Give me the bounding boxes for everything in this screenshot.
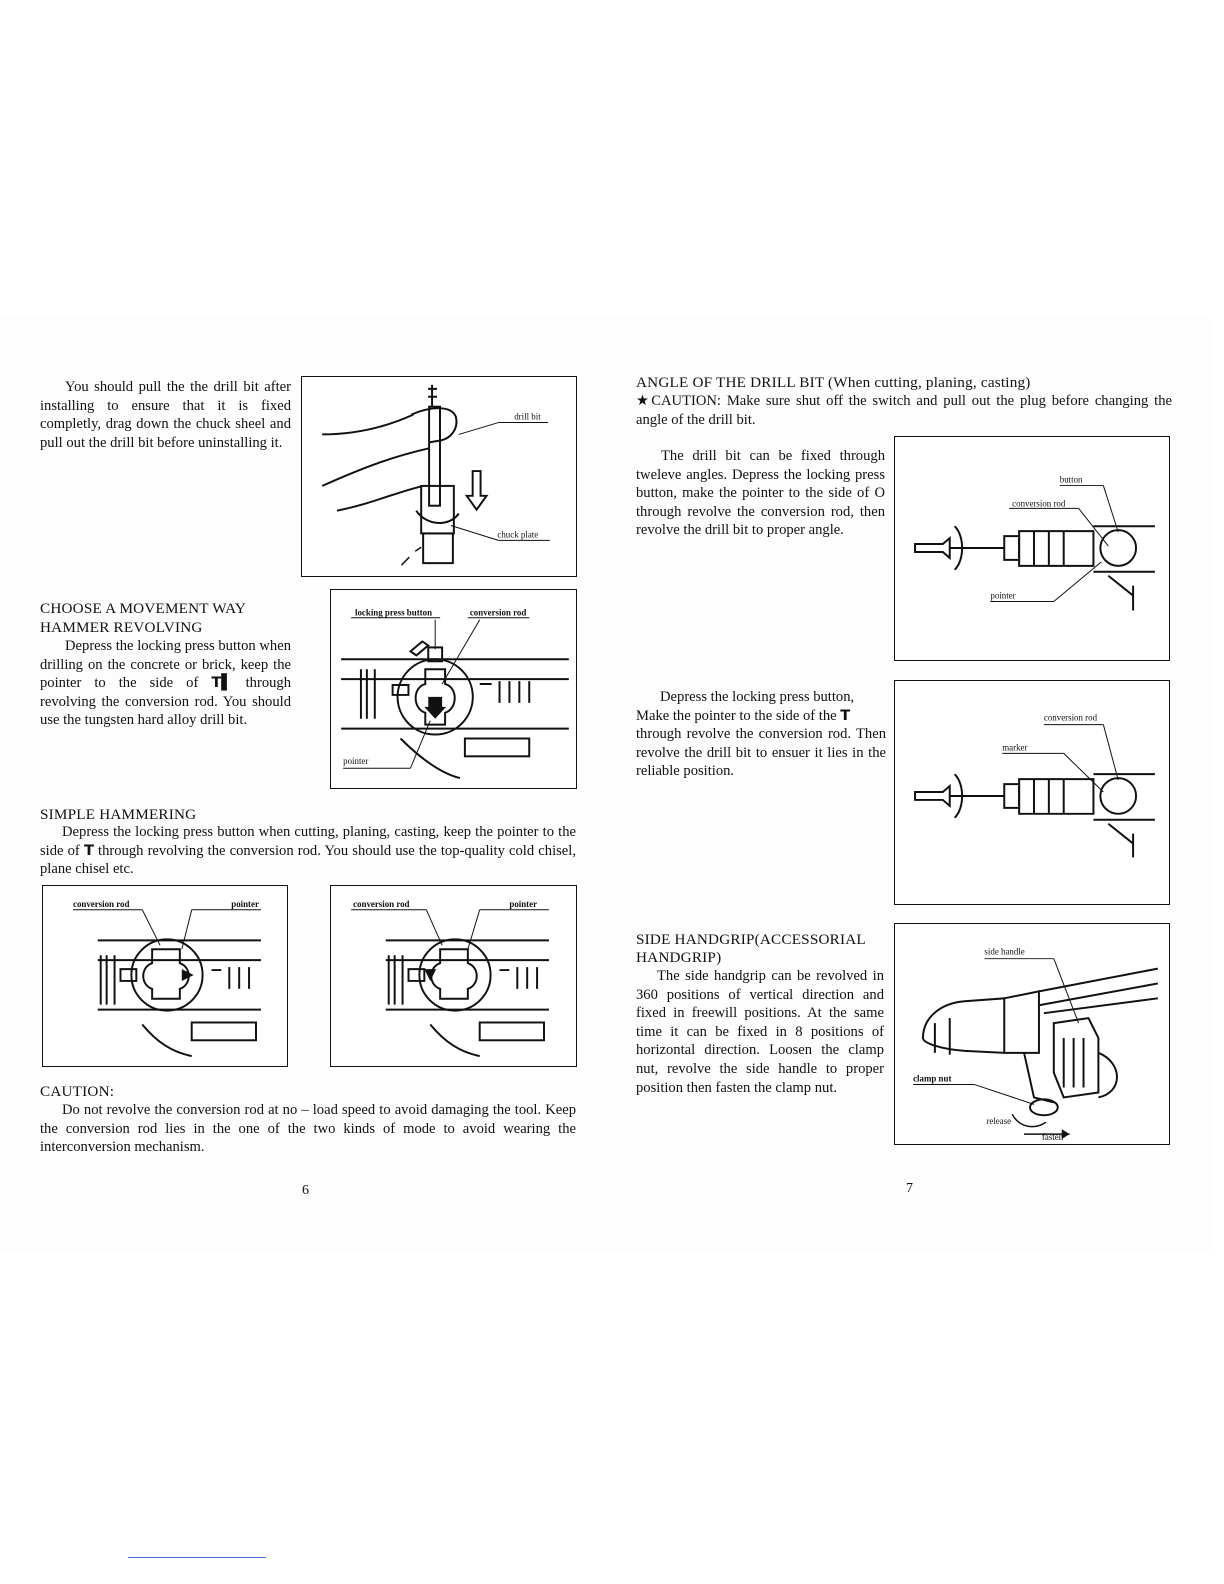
scan-artifact-line [128,1557,266,1558]
intro-paragraph: You should pull the the drill bit after … [40,379,291,451]
figure-side-handgrip: side handle clamp nut release fasten [894,923,1170,1145]
label-conversion-rod: conversion rod [353,899,409,909]
label-release: release [986,1116,1011,1126]
label-conversion-rod: conversion rod [470,608,527,618]
heading-hammer-revolving: HAMMER REVOLVING [40,619,203,636]
page-number-right: 7 [906,1181,913,1196]
depress-line1: Depress the locking press button, [660,689,855,705]
depress-paragraph: Depress the locking press button, Make t… [636,688,886,781]
label-conversion-rod: conversion rod [1012,498,1066,508]
depress-symbol: T [840,706,851,724]
label-pointer: pointer [343,756,368,766]
hammer-text-part2: through revolving the conversion rod. Yo… [40,675,292,729]
simple-hammering-a-illustration: conversion rod pointer [73,899,261,1058]
heading-side-handgrip: SIDE HANDGRIP(ACCESSORIAL [636,931,866,948]
label-chuck-plate: chuck plate [497,529,538,539]
label-pointer: pointer [231,899,259,909]
figure-drill-bit-install: drill bit chuck plate [301,376,577,577]
figure-angle-drill-bit: button conversion rod pointer [894,436,1170,661]
label-conversion-rod: conversion rod [1044,713,1098,723]
angle-drill-bit-illustration: button conversion rod pointer [914,475,1155,611]
side-handgrip-illustration: side handle clamp nut release fasten [913,947,1159,1142]
angle-body-paragraph: The drill bit can be fixed through twele… [636,448,885,539]
figure-simple-hammering-b: conversion rod pointer [330,885,577,1067]
simple-symbol: T [83,841,94,859]
label-pointer: pointer [509,899,537,909]
label-conversion-rod: conversion rod [73,899,129,909]
hammer-symbol: T▌ [211,674,233,692]
label-pointer: pointer [990,591,1015,601]
simple-text-part1: Depress the locking press button when cu… [40,824,576,859]
simple-text-part2: through revolving the conversion rod. Yo… [40,842,576,878]
page-number-left: 6 [302,1183,309,1198]
hammer-revolving-illustration: locking press button conversion rod poin… [341,608,569,780]
hammer-text-part1: Depress the locking press button when dr… [40,638,291,692]
simple-hammering-paragraph: Depress the locking press button when cu… [40,823,576,879]
depress-line2: Make the pointer to the side of the [636,707,837,724]
label-side-handle: side handle [984,947,1024,957]
figure-marker: conversion rod marker [894,680,1170,905]
label-button: button [1060,475,1083,485]
simple-hammering-b-illustration: conversion rod pointer [351,899,549,1058]
heading-choose-movement: CHOOSE A MOVEMENT WAY [40,600,247,617]
caution-paragraph: Do not revolve the conversion rod at no … [40,1102,576,1156]
label-locking-press-button: locking press button [355,608,432,618]
drill-bit-illustration: drill bit chuck plate [321,384,550,566]
figure-simple-hammering-a: conversion rod pointer [42,885,288,1067]
label-marker: marker [1002,742,1027,752]
heading-caution: CAUTION: [40,1083,115,1100]
depress-rest: through revolve the conversion rod. Then… [636,726,886,780]
label-drill-bit: drill bit [514,412,541,422]
heading-simple-hammering: SIMPLE HAMMERING [40,806,197,823]
label-fasten: fasten [1042,1132,1064,1142]
figure-hammer-revolving: locking press button conversion rod poin… [330,589,577,789]
depress-line2-wrap: Make the pointer to the side of the T [636,707,886,726]
angle-caution-paragraph: ★CAUTION: Make sure shut off the switch … [636,393,1172,428]
hammer-revolving-paragraph: Depress the locking press button when dr… [40,637,291,730]
marker-illustration: conversion rod marker [914,713,1155,858]
handgrip-paragraph: The side handgrip can be revolved in 360… [636,968,884,1096]
label-clamp-nut: clamp nut [913,1074,951,1084]
heading-angle-of-drill-bit: ANGLE OF THE DRILL BIT (When cutting, pl… [636,374,1031,391]
heading-accessorial-handgrip: HANDGRIP) [636,949,722,966]
